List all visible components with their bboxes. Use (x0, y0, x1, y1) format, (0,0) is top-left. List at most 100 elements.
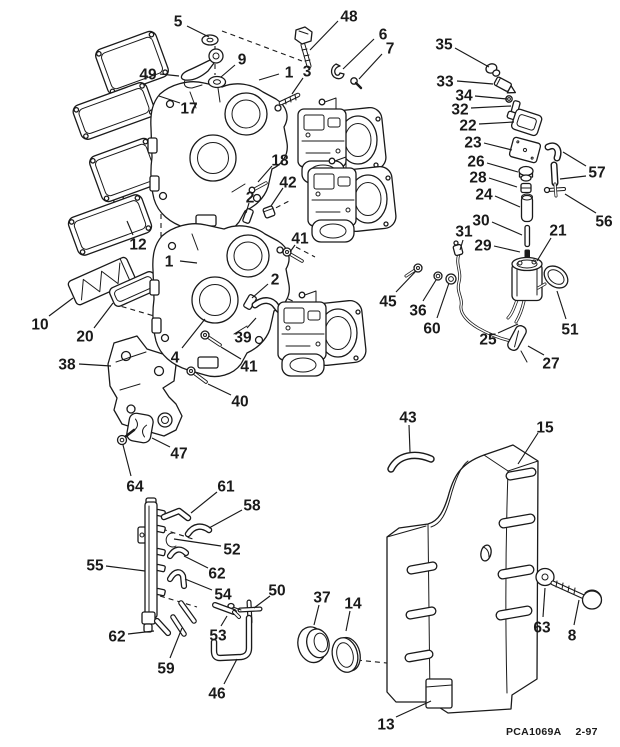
callout-20: 20 (76, 329, 93, 346)
washer-upper (201, 34, 219, 46)
callout-5: 5 (174, 14, 183, 31)
callout-42: 42 (279, 175, 296, 192)
callout-leader-61 (190, 491, 218, 514)
callout-48: 48 (340, 9, 358, 26)
callout-41: 41 (240, 359, 258, 376)
callout-37: 37 (313, 590, 330, 607)
callout-leader-25 (497, 323, 519, 334)
fitting-nipple-upper (242, 208, 254, 224)
clip-screw (350, 77, 363, 90)
hose-fitting (543, 182, 566, 198)
callout-22: 22 (459, 118, 476, 135)
callout-leader-62 (183, 555, 209, 569)
callout-leader-18 (257, 165, 273, 183)
callout-leader-60 (436, 282, 450, 319)
callout-leader-6 (342, 38, 375, 70)
callout-leader-2 (245, 202, 250, 214)
callout-leader-54 (184, 578, 213, 591)
retainer-clip (330, 63, 345, 80)
callout-leader-33 (456, 80, 494, 85)
bushing (262, 205, 276, 219)
callout-leader-31 (459, 239, 464, 251)
callout-2: 2 (271, 272, 280, 289)
figure-code-date: 2-97 (575, 726, 598, 738)
callout-25: 25 (479, 332, 497, 349)
fuel-hose-61 (160, 507, 192, 522)
primer-cap (518, 165, 534, 182)
callout-62: 62 (108, 629, 125, 646)
callout-leader-9 (220, 64, 236, 78)
figure-code: PCA1069A 2-97 (506, 726, 598, 738)
callout-14: 14 (344, 596, 362, 613)
clamp-block (126, 412, 154, 444)
callout-leader-17 (158, 95, 181, 104)
callout-60: 60 (423, 321, 440, 338)
callout-8: 8 (568, 628, 577, 645)
washer-lower (207, 75, 227, 103)
callout-leader-35 (454, 47, 490, 68)
needle-valve (493, 76, 517, 94)
callout-leader-21 (536, 237, 552, 262)
callout-leader-1 (179, 260, 198, 264)
callout-leader-49 (159, 73, 180, 77)
callout-leader-62 (127, 630, 155, 635)
fuel-hose-54 (166, 569, 188, 590)
callout-leader-39 (246, 317, 257, 329)
callout-52: 52 (223, 542, 240, 559)
callout-leader-22 (478, 121, 515, 125)
cover-screw (550, 580, 603, 610)
callout-leader-8 (573, 599, 580, 626)
callout-26: 26 (467, 154, 485, 171)
fuel-hose-58 (184, 523, 213, 538)
callout-27: 27 (542, 356, 559, 373)
clamp-screw (116, 428, 136, 446)
callout-leader-57 (559, 175, 587, 180)
callout-leader-53 (220, 615, 228, 627)
callout-leader-29 (493, 245, 521, 253)
callout-leader-41 (220, 346, 242, 360)
diaphragm-plate (508, 136, 542, 164)
callout-1: 1 (165, 254, 174, 271)
cable-ring (433, 271, 443, 281)
callout-32: 32 (451, 102, 468, 119)
carburetor-bottom (277, 290, 368, 377)
callout-46: 46 (208, 686, 226, 703)
callout-leader-1 (258, 73, 280, 81)
callout-53: 53 (209, 628, 227, 645)
fuel-tube-53 (212, 602, 241, 619)
callout-9: 9 (238, 52, 247, 69)
callout-leader-2 (251, 283, 269, 299)
primer-tube (520, 193, 534, 223)
callout-55: 55 (86, 558, 104, 575)
callout-leader-3 (291, 77, 304, 95)
callout-leader-13 (395, 700, 432, 718)
callout-31: 31 (455, 224, 473, 241)
callout-leader-4 (181, 318, 206, 349)
callout-2: 2 (246, 190, 255, 207)
breather-hose (387, 451, 435, 473)
callout-leader-59 (169, 627, 183, 659)
plunger-rod (524, 224, 531, 248)
callout-23: 23 (464, 135, 482, 152)
callout-40: 40 (231, 394, 248, 411)
callout-38: 38 (58, 357, 76, 374)
fuel-hose-62-lower (153, 617, 172, 637)
figure-code-number: PCA1069A (506, 726, 562, 738)
callout-35: 35 (435, 37, 453, 54)
callout-43: 43 (399, 410, 417, 427)
callout-leader-7 (358, 53, 383, 80)
fuel-tubes-59 (170, 600, 197, 637)
bracket-bolt (186, 366, 208, 384)
callout-10: 10 (31, 317, 48, 334)
callout-57: 57 (588, 165, 605, 182)
air-silencer-cover (386, 444, 539, 714)
callout-24: 24 (475, 187, 493, 204)
reed-valve-block (67, 256, 136, 306)
callout-29: 29 (474, 238, 492, 255)
callout-34: 34 (455, 88, 473, 105)
callout-36: 36 (409, 303, 427, 320)
cable-screw (404, 263, 423, 278)
callout-45: 45 (379, 294, 397, 311)
valve-body (506, 108, 543, 137)
